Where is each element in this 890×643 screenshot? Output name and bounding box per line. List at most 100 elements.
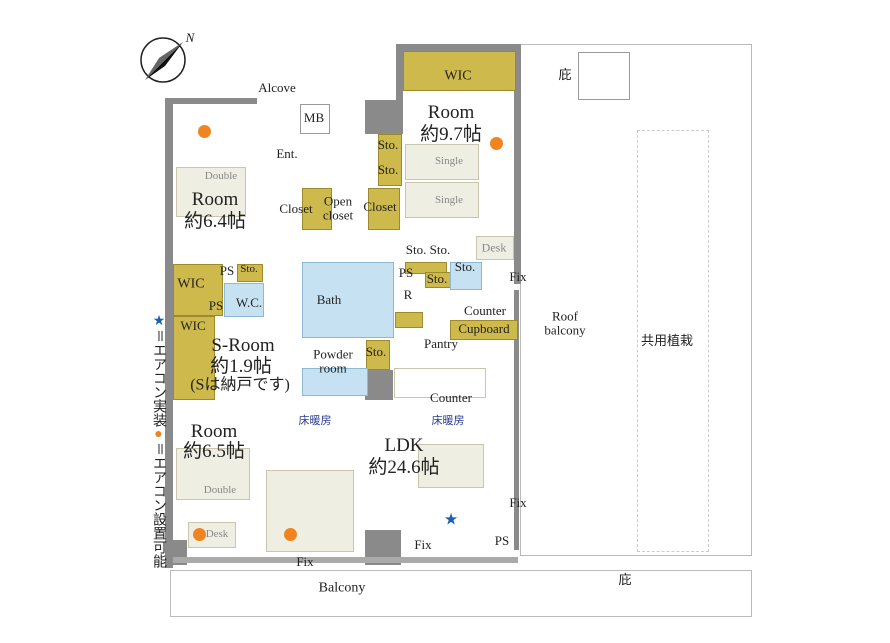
label-double: Double [203,484,237,497]
wall [173,557,518,563]
aircon-installed-star-icon: ★ [443,511,459,529]
mb-box [300,104,330,134]
label-counter: Counter [464,303,506,319]
label-ps: PS [219,263,235,279]
label-sroom-size: 約1.9帖 [210,356,272,378]
label-roof-balcony: Roof balcony [544,308,586,337]
label-wic-3: WIC [180,318,206,334]
label-open-closet: Open closet [322,193,354,222]
label-cupboard: Cupboard [458,321,510,337]
aircon-possible-marker [284,528,297,541]
eave-box [578,52,630,100]
label-mb: MB [303,110,325,126]
label-shared-planting: 共用植栽 [640,333,694,349]
label-entrance: Ent. [276,146,298,162]
label-sroom-name: S-Room [211,335,275,357]
legend: ★＝エアコン実装●＝エアコン設置可能 [150,313,166,568]
north-label: N [185,30,195,46]
label-desk: Desk [481,240,507,255]
storage [378,134,402,186]
label-double: Double [204,170,238,183]
label-fix: Fix [509,269,527,285]
label-room2-size: 約6.4帖 [184,211,246,233]
label-fix: Fix [509,495,527,511]
label-room1-name: Room [427,102,475,124]
wall [165,98,257,104]
bed-double [176,448,250,500]
wic-2 [173,264,223,316]
label-refrigerator: R [403,287,413,303]
label-ps: PS [208,298,224,314]
dot-icon: ● [151,427,166,442]
label-fix: Fix [296,554,314,570]
label-single: Single [434,194,464,207]
label-room1-size: 約9.7帖 [420,124,482,146]
roof-balcony-outline [520,44,752,556]
planting-area [637,130,709,552]
label-closet: Closet [279,201,313,217]
aircon-possible-marker [490,137,503,150]
bed-single [405,182,479,218]
legend-star-text: ＝エアコン実装 [151,329,166,427]
label-desk: Desk [205,528,229,541]
wall [514,44,521,284]
label-ps: PS [494,533,510,549]
label-room3-size: 約6.5帖 [183,441,245,463]
label-single: Single [434,155,464,168]
balcony-outline [170,570,752,617]
stove [450,262,482,290]
pantry-shelf [395,312,423,328]
label-balcony: Balcony [318,580,366,596]
aircon-possible-marker [193,528,206,541]
north-compass-icon [140,37,186,83]
label-closet: Closet [363,199,397,215]
label-room2-name: Room [191,189,239,211]
label-floor-heating: 床暖房 [431,415,465,428]
label-sto: Sto. [240,263,258,276]
label-room3-name: Room [190,421,238,443]
label-eave: 庇 [558,67,572,83]
aircon-possible-marker [198,125,211,138]
kitchen-counter [394,368,486,398]
label-sto: Sto. [454,259,476,275]
label-sroom-note: (Sは納戸です) [190,376,290,394]
label-sto: Sto. [426,271,448,287]
label-sto-sto: Sto. Sto. [405,242,451,258]
wall [165,98,173,568]
label-ldk-size: 約24.6帖 [368,457,440,479]
desk [476,236,514,260]
closet [368,188,400,230]
bed-single [405,144,479,180]
wic-top [403,51,516,91]
label-wic-2: WIC [177,276,205,292]
powder-room-sink [302,368,368,396]
label-sto: Sto. [365,344,387,360]
wc-area [224,283,264,317]
label-wic-top: WIC [444,68,472,84]
dining-table [418,444,484,488]
label-alcove: Alcove [258,80,296,96]
wall [396,44,403,134]
wic-3 [173,316,215,400]
label-sto: Sto. [377,137,399,153]
label-pantry: Pantry [424,336,458,352]
label-ldk-name: LDK [384,435,424,457]
label-wc: W.C. [235,295,263,311]
legend-dot-text: ＝エアコン設置可能 [151,442,166,568]
closet [302,188,332,230]
wall [396,44,520,51]
storage [366,340,390,370]
label-ps: PS [398,265,414,281]
label-powder-room: Powder room [313,346,353,375]
label-bath: Bath [316,292,342,308]
wall [365,100,400,134]
cupboard [450,320,518,340]
bed-double [176,167,246,217]
label-eave: 庇 [618,572,632,588]
storage [237,264,263,282]
bathtub-area [302,262,394,338]
label-floor-heating: 床暖房 [298,415,332,428]
wall [365,370,393,400]
label-sto: Sto. [377,162,399,178]
